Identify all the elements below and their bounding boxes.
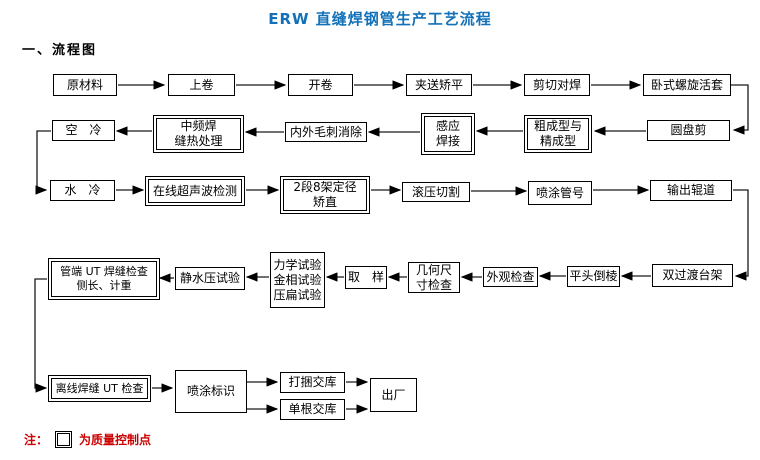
node-facing-beveling: 平头倒棱 <box>567 266 620 287</box>
node-induction-welding: 感应 焊接 <box>421 113 475 155</box>
node-pipe-end-ut-check: 管端 UT 焊缝检查 侧长、计重 <box>48 258 160 300</box>
node-shear-butt-weld: 剪切对焊 <box>524 74 590 96</box>
node-roll-cutting: 滚压切割 <box>402 182 470 202</box>
node-single-storage: 单根交库 <box>280 399 345 420</box>
node-spray-pipe-number: 喷涂管号 <box>528 181 592 205</box>
section-heading: 一、流程图 <box>22 43 98 58</box>
node-delivery: 出厂 <box>370 378 417 412</box>
node-load-coil: 上卷 <box>168 74 235 96</box>
qc-square-icon <box>55 431 73 448</box>
node-disc-shear: 圆盘剪 <box>647 120 730 141</box>
node-air-cooling: 空 冷 <box>52 120 115 141</box>
node-hydrostatic-test: 静水压试验 <box>175 267 245 290</box>
page-title: ERW 直缝焊钢管生产工艺流程 <box>268 10 492 28</box>
node-visual-inspection: 外观检查 <box>483 267 538 287</box>
node-water-cooling: 水 冷 <box>50 180 115 201</box>
node-output-roller-table: 输出辊道 <box>650 180 732 201</box>
node-pinch-leveling: 夹送矫平 <box>406 74 472 96</box>
node-online-ultrasonic-test: 在线超声波检测 <box>145 176 245 206</box>
node-rough-fine-forming: 粗成型与 精成型 <box>524 115 592 153</box>
node-sizing-straightening: 2段8架定径 矫直 <box>280 176 370 214</box>
node-offline-seam-ut-check: 离线焊缝 UT 检查 <box>48 375 151 402</box>
node-geometric-dimension-check: 几何尺 寸检查 <box>408 262 460 293</box>
node-double-transition-rack: 双过渡台架 <box>652 264 733 287</box>
node-spray-marking: 喷涂标识 <box>175 370 247 413</box>
legend-text: 为质量控制点 <box>79 433 152 447</box>
connector-line <box>731 84 749 135</box>
node-raw-material: 原材料 <box>53 74 117 96</box>
connector-line <box>35 130 51 195</box>
connector-line <box>733 189 749 281</box>
node-uncoil: 开卷 <box>288 74 353 96</box>
node-mf-seam-heat-treatment: 中频焊 缝热处理 <box>153 115 244 153</box>
legend-note: 注： 为质量控制点 <box>24 431 151 448</box>
node-bundling-storage: 打捆交库 <box>280 372 345 393</box>
node-burr-removal: 内外毛刺消除 <box>285 122 367 142</box>
node-sampling: 取 样 <box>345 266 387 289</box>
node-horizontal-spiral-looper: 卧式螺旋活套 <box>643 74 731 96</box>
connector-line <box>34 278 48 393</box>
node-lab-tests: 力学试验 金相试验 压扁试验 <box>270 252 325 308</box>
legend-prefix: 注： <box>24 433 49 447</box>
